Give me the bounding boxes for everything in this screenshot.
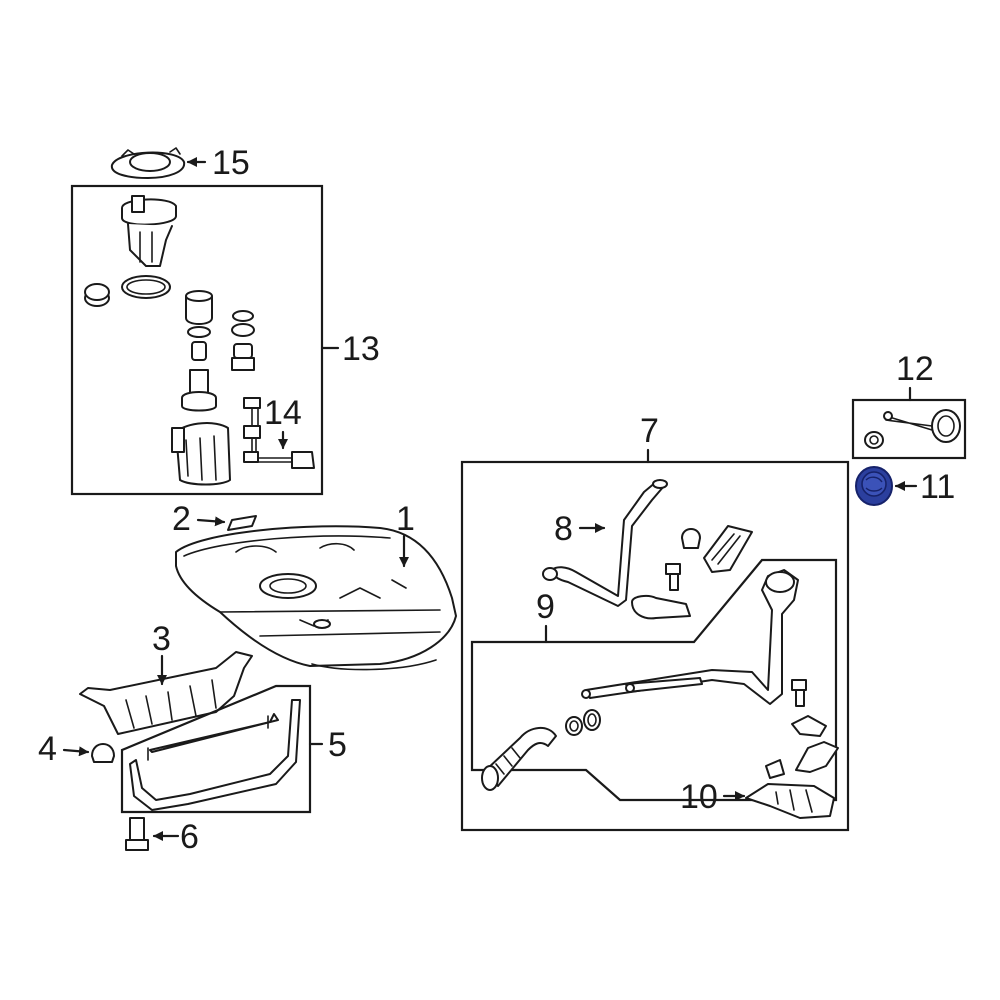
fuel-filter[interactable] xyxy=(185,290,213,325)
part-4-clip[interactable] xyxy=(91,743,115,763)
leader-2 xyxy=(196,516,226,527)
part-1-fuel-tank[interactable] xyxy=(175,525,457,671)
label-4: 4 xyxy=(38,730,57,768)
part-6-bolt[interactable] xyxy=(125,817,149,851)
label-10: 10 xyxy=(680,778,718,816)
part-8-breather-pipe[interactable] xyxy=(542,479,668,607)
label-13: 13 xyxy=(342,330,380,368)
part-15-retainer-ring[interactable] xyxy=(110,147,186,179)
cap-gasket[interactable] xyxy=(864,431,884,449)
grommet[interactable] xyxy=(84,283,110,307)
label-6: 6 xyxy=(180,818,199,856)
part-10-filler-protector[interactable] xyxy=(745,783,835,819)
label-8: 8 xyxy=(554,510,573,548)
fuel-cap-group-box xyxy=(851,386,967,460)
filler-bolt-upper[interactable] xyxy=(665,563,681,591)
filler-clip[interactable] xyxy=(765,759,785,779)
part-14-wire-harness[interactable] xyxy=(243,397,315,469)
label-7: 7 xyxy=(640,412,659,450)
part-11-filler-neck-ring[interactable] xyxy=(855,466,893,506)
regulator-seal-upper[interactable] xyxy=(232,310,254,322)
regulator-seal-lower[interactable] xyxy=(231,323,255,337)
filler-valve[interactable] xyxy=(631,594,691,620)
part-2-gasket[interactable] xyxy=(227,515,257,531)
filler-seal-1[interactable] xyxy=(565,716,583,736)
filler-bracket-upper[interactable] xyxy=(791,715,827,737)
label-14: 14 xyxy=(264,394,302,432)
tank-strap-front[interactable] xyxy=(129,699,301,811)
pump-module-flange[interactable] xyxy=(121,195,177,267)
filler-bolt-lower[interactable] xyxy=(791,679,807,707)
filler-bracket-lower[interactable] xyxy=(795,741,839,773)
label-15: 15 xyxy=(212,144,250,182)
label-12: 12 xyxy=(896,350,934,388)
fuel-pump-group-box xyxy=(70,184,340,496)
large-o-ring[interactable] xyxy=(121,275,171,299)
leader-4 xyxy=(62,746,90,757)
label-3: 3 xyxy=(152,620,171,658)
fuel-strainer-basket[interactable] xyxy=(171,422,231,486)
filter-seal[interactable] xyxy=(187,326,211,338)
filler-bracket[interactable] xyxy=(703,525,753,573)
tank-strap-group-box xyxy=(120,684,324,814)
filler-hose[interactable] xyxy=(481,727,557,791)
pump-check-valve[interactable] xyxy=(191,341,207,361)
label-1: 1 xyxy=(396,500,415,538)
tank-strap-rear[interactable] xyxy=(147,715,269,761)
part-9-filler-pipe[interactable] xyxy=(581,569,799,705)
fuel-pump[interactable] xyxy=(181,369,217,412)
filler-group-box xyxy=(460,448,850,832)
pressure-regulator[interactable] xyxy=(231,343,255,371)
label-11: 11 xyxy=(920,468,955,506)
filler-grommet[interactable] xyxy=(681,528,701,549)
filler-seal-2[interactable] xyxy=(583,709,601,731)
part-12-fuel-cap[interactable] xyxy=(883,409,961,443)
part-3-heat-shield[interactable] xyxy=(79,651,253,735)
label-5: 5 xyxy=(328,726,347,764)
label-9: 9 xyxy=(536,588,555,626)
label-2: 2 xyxy=(172,500,191,538)
